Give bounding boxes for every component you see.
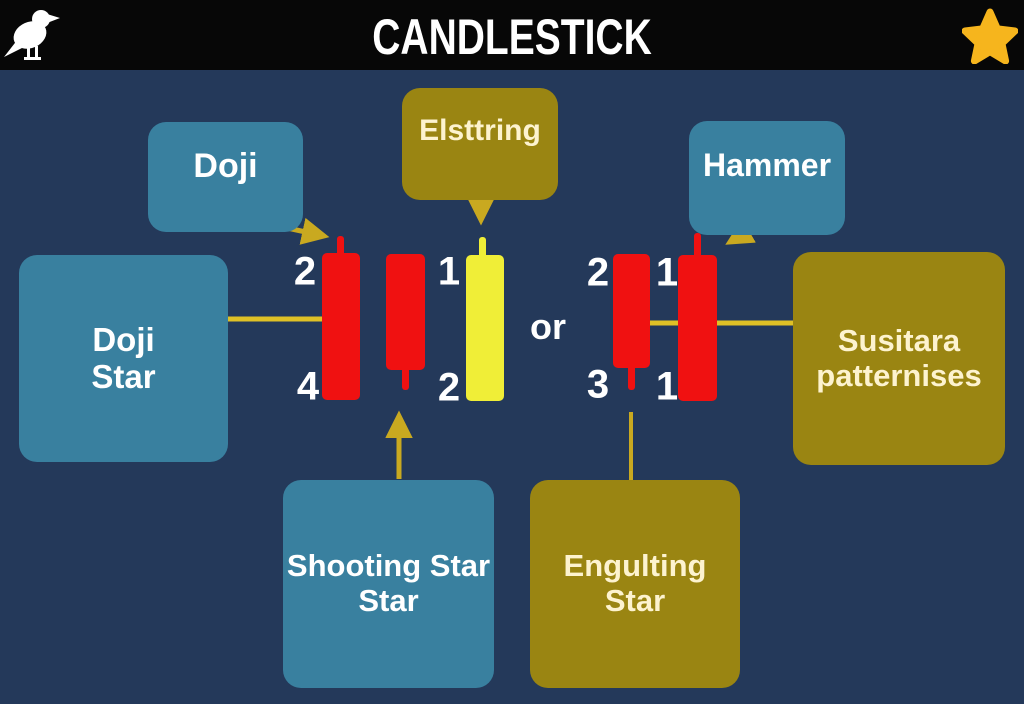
node-susitara: Susitara patternises	[793, 252, 1005, 465]
node-doji: Doji	[148, 122, 303, 232]
node-elsttring: Elsttring	[402, 88, 558, 200]
candle-number: 2	[586, 250, 610, 295]
or-label: or	[530, 306, 566, 347]
candle-wick	[479, 237, 486, 259]
candle-yellow	[466, 255, 504, 401]
candle-number: 3	[586, 362, 610, 407]
candle-number: 4	[296, 364, 320, 409]
bird-icon	[4, 5, 60, 70]
candle-number: 1	[655, 250, 679, 295]
node-hammer: Hammer	[689, 121, 845, 235]
node-engulting-star: Engulting Star	[530, 480, 740, 688]
candle-red-tall-right	[678, 255, 717, 401]
candle-wick	[402, 366, 409, 390]
candle-red-tall-left	[322, 253, 360, 400]
node-doji-star: Doji Star	[19, 255, 228, 462]
candle-red-short-left	[386, 254, 425, 370]
candle-wick	[628, 364, 635, 390]
star-icon	[961, 8, 1019, 69]
candle-wick	[694, 233, 701, 259]
node-shooting-star: Shooting Star Star	[283, 480, 494, 688]
header-bar: CANDLESTICK	[0, 0, 1024, 70]
candle-number: 1	[437, 249, 461, 294]
page-title: CANDLESTICK	[372, 9, 652, 65]
candle-number: 1	[655, 364, 679, 409]
candle-wick	[337, 236, 344, 258]
candle-red-short-right	[613, 254, 650, 368]
candle-number: 2	[437, 365, 461, 410]
candle-number: 2	[293, 249, 317, 294]
